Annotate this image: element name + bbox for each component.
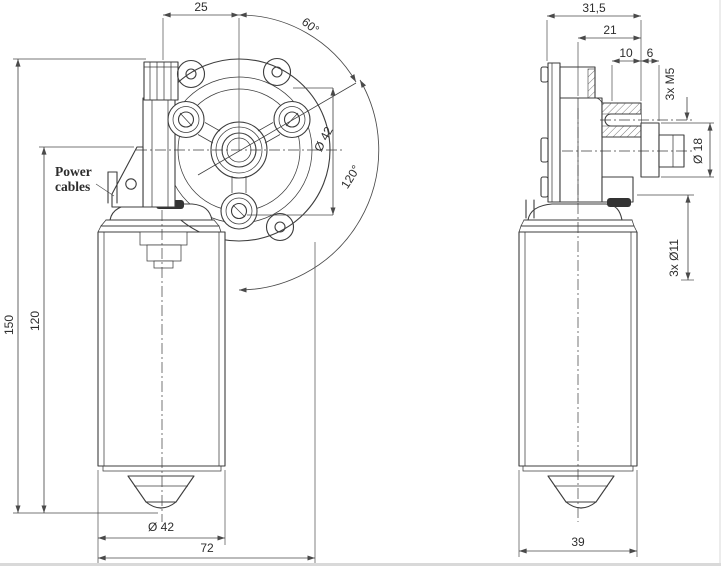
front-view-dimensions: 25 60° 120° Ø 42 150 120 Ø 42 72 Power c… [2, 0, 380, 563]
motor-gasket-side [607, 198, 631, 207]
power-cables-leader [95, 183, 115, 197]
dim-gearbox-depth-label: 21 [603, 23, 617, 37]
dim-overall-depth-label: 31,5 [582, 1, 606, 15]
bearing-cone-side [522, 465, 634, 509]
right-edge-artifact [719, 0, 721, 566]
shaft-hub [640, 122, 660, 178]
mounting-bracket [111, 146, 144, 208]
dim-angle-60-label: 60° [299, 15, 322, 37]
worm-housing-column [142, 61, 179, 208]
power-cables [107, 171, 118, 204]
dim-motor-height-label: 120 [28, 311, 42, 331]
power-cables-label-line2: cables [55, 179, 90, 194]
motor-cap-dome [109, 203, 213, 221]
dim-motor-depth-label: 39 [571, 535, 585, 549]
dim-offset-label: 25 [194, 0, 208, 14]
dim-overall-height-label: 150 [2, 315, 16, 335]
screw-boss-top-left [167, 100, 205, 139]
motor-body-front [97, 200, 226, 522]
bracket-hole [125, 178, 137, 190]
dim-shaft-diameter-label: Ø 18 [691, 138, 705, 164]
dim-hole-diameter-label: 3x Ø11 [667, 239, 681, 277]
dim-mounting-thread-label: 3x M5 [663, 67, 677, 100]
side-view-dimensions: 31,5 21 10 6 3x M5 Ø 18 3x Ø11 39 [518, 1, 714, 557]
screw-boss-bottom [220, 192, 258, 230]
screw-boss-top-right [273, 100, 311, 139]
output-shaft-side [640, 122, 685, 178]
bottom-edge-artifact [0, 563, 721, 566]
dim-hub-length-label: 6 [647, 46, 654, 60]
worm-coupling [143, 61, 179, 101]
brush-housing [139, 231, 188, 269]
front-view [97, 57, 357, 522]
dim-bolt-circle-label: Ø 42 [311, 124, 336, 154]
dim-boss-depth-label: 10 [619, 46, 633, 60]
dim-angle-120-label: 120° [338, 162, 363, 191]
power-cables-label-line1: Power [55, 164, 92, 179]
dim-motor-diameter-label: Ø 42 [148, 520, 174, 534]
dim-overall-width-label: 72 [200, 541, 214, 555]
mounting-plate-side [540, 62, 561, 203]
side-view [518, 62, 692, 522]
